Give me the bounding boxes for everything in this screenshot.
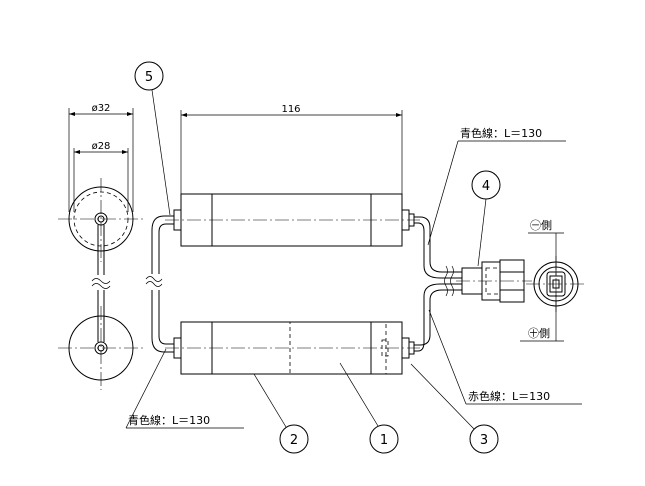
balloon-2: 2 — [290, 433, 298, 448]
wire-callouts: 青色線：L＝130 青色線：L＝130 赤色線：L＝130 — [125, 126, 582, 429]
top-cell — [165, 193, 420, 247]
dimension-inner-diameter: ø28 — [92, 141, 111, 152]
dimension-outer-diameter: ø32 — [92, 103, 111, 114]
top-right-wire-label: 青色線：L＝130 — [460, 126, 542, 140]
balloon-1: 1 — [380, 433, 388, 448]
left-link-wire — [145, 215, 174, 353]
bottom-right-wire-label: 赤色線：L＝130 — [468, 389, 550, 403]
balloon-4: 4 — [482, 179, 490, 194]
plus-side-label: ㊉側 — [528, 327, 550, 340]
bottom-left-wire-label: 青色線：L＝130 — [128, 413, 210, 427]
balloon-5: 5 — [145, 70, 153, 85]
dimension-cell-length: 116 — [281, 104, 300, 115]
lead-wires — [414, 216, 462, 352]
connector-side-view — [456, 259, 532, 303]
polarity-labels: ㊀側 ㊉側 — [520, 219, 564, 342]
bottom-cell — [165, 321, 420, 375]
end-view: ø32 ø28 — [58, 103, 145, 390]
balloon-3: 3 — [480, 433, 488, 448]
balloons: 5 4 2 1 3 — [134, 61, 501, 454]
minus-side-label: ㊀側 — [530, 219, 552, 232]
length-dimension: 116 — [180, 104, 403, 196]
